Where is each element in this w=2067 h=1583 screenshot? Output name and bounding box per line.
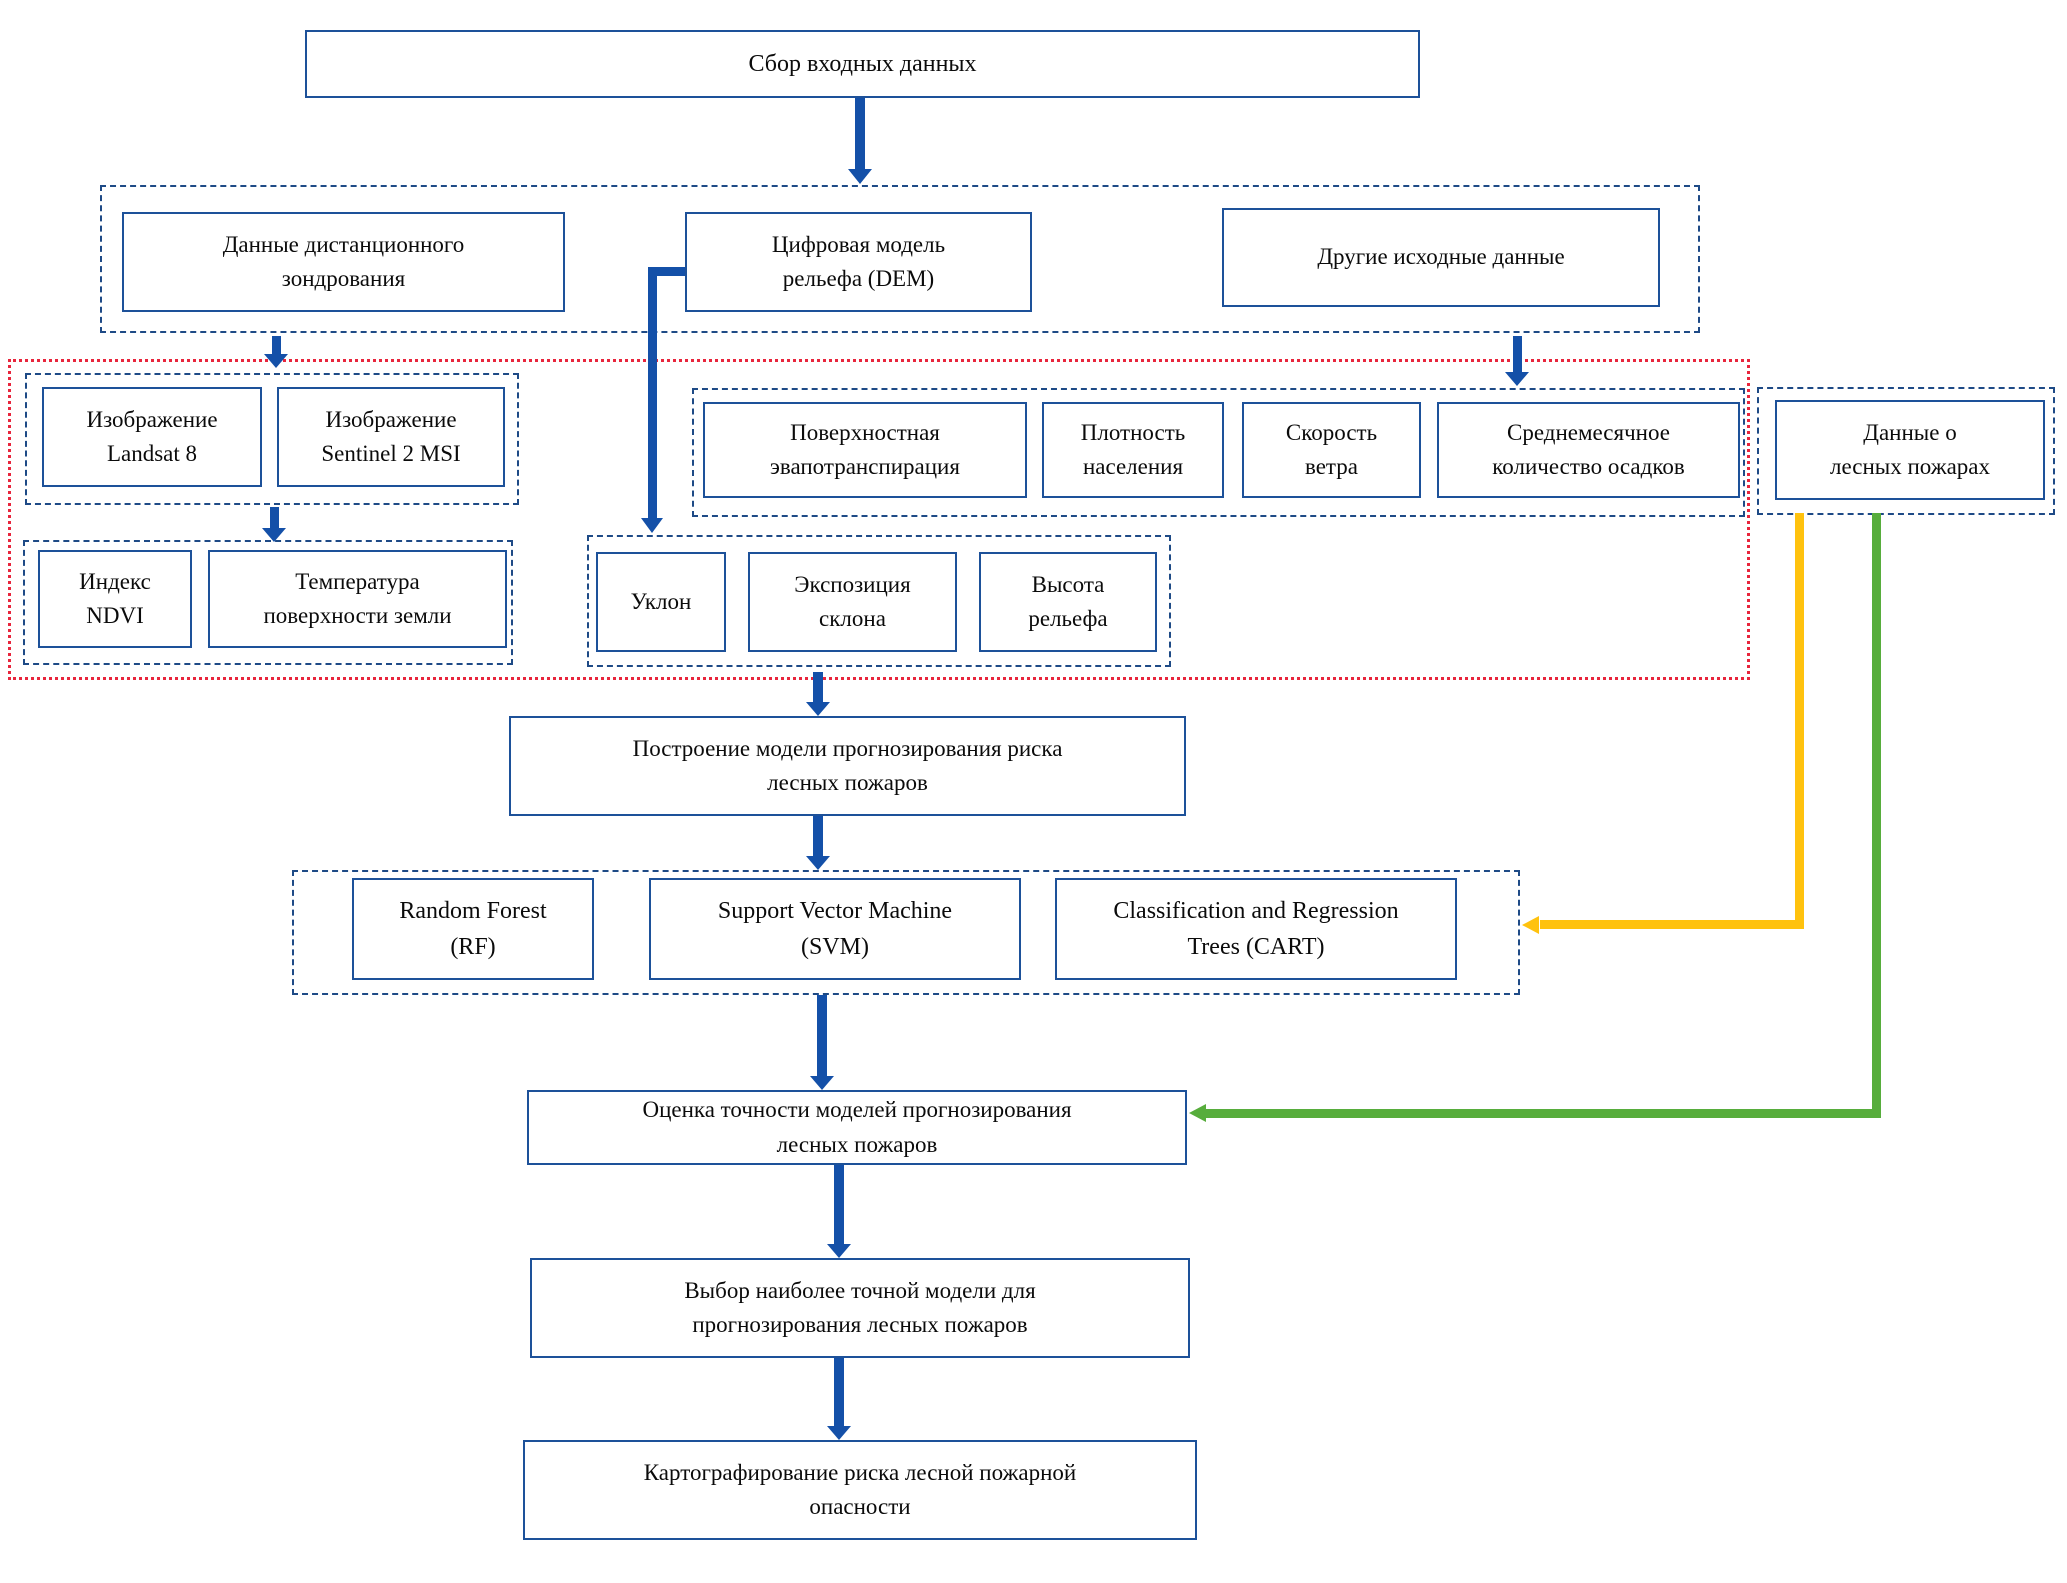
arrow-head	[641, 518, 663, 533]
node-remote-sensing-data: Данные дистанционного зондрования	[122, 212, 565, 312]
group-ml-models	[292, 870, 1520, 995]
node-other-source-data: Другие исходные данные	[1222, 208, 1660, 307]
arrow-shaft	[272, 336, 281, 354]
node-build-model: Построение модели прогнозирования риска …	[509, 716, 1186, 816]
arrow-shaft	[855, 98, 865, 169]
node-cart: Classification and Regression Trees (CAR…	[1055, 878, 1457, 980]
arrow-shaft	[834, 1163, 844, 1244]
node-random-forest: Random Forest (RF)	[352, 878, 594, 980]
node-population-density: Плотность населения	[1042, 402, 1224, 498]
arrow-shaft	[648, 267, 657, 518]
group-climate-social-factors	[692, 388, 1745, 517]
arrow-shaft	[1795, 513, 1804, 929]
arrow-shaft	[817, 995, 827, 1076]
arrow-head	[848, 169, 872, 184]
group-terrain-derivatives	[587, 535, 1171, 667]
node-sentinel-image: Изображение Sentinel 2 MSI	[277, 387, 505, 487]
node-svm: Support Vector Machine (SVM)	[649, 878, 1021, 980]
arrow-shaft	[834, 1358, 844, 1426]
arrow-shaft	[1206, 1109, 1881, 1118]
group-input-sources	[100, 185, 1700, 333]
arrow-head	[810, 1076, 834, 1090]
arrow-head	[806, 702, 830, 716]
node-dem: Цифровая модель рельефа (DEM)	[685, 212, 1032, 312]
node-monthly-precipitation: Среднемесячное количество осадков	[1437, 402, 1740, 498]
node-wind-speed: Скорость ветра	[1242, 402, 1421, 498]
node-slope: Уклон	[596, 552, 726, 652]
arrow-shaft	[813, 672, 823, 702]
arrow-head	[262, 528, 286, 542]
node-input-data: Сбор входных данных	[305, 30, 1420, 98]
arrow-shaft	[1513, 336, 1522, 372]
arrow-shaft	[813, 816, 823, 856]
node-landsat-image: Изображение Landsat 8	[42, 387, 262, 487]
arrow-shaft	[648, 267, 687, 276]
group-fire-data	[1757, 387, 2055, 515]
arrow-head	[1189, 1104, 1206, 1122]
node-ndvi-index: Индекс NDVI	[38, 550, 192, 648]
node-select-model: Выбор наиболее точной модели для прогноз…	[530, 1258, 1190, 1358]
node-slope-aspect: Экспозиция склона	[748, 552, 957, 652]
arrow-shaft	[1540, 920, 1804, 929]
group-satellite-images	[25, 373, 519, 505]
arrow-head	[1522, 916, 1539, 934]
arrow-head	[264, 354, 288, 368]
node-fire-risk-mapping: Картографирование риска лесной пожарной …	[523, 1440, 1197, 1540]
node-evapotranspiration: Поверхностная эвапотранспирация	[703, 402, 1027, 498]
group-derived-factors-red	[8, 359, 1750, 680]
node-forest-fire-data: Данные о лесных пожарах	[1775, 400, 2045, 500]
node-land-surface-temperature: Температура поверхности земли	[208, 550, 507, 648]
arrow-shaft	[1872, 513, 1881, 1118]
arrow-head	[827, 1426, 851, 1440]
arrow-head	[1505, 372, 1529, 386]
node-evaluate-accuracy: Оценка точности моделей прогнозирования …	[527, 1090, 1187, 1165]
arrow-shaft	[270, 507, 279, 528]
arrow-head	[827, 1244, 851, 1258]
node-elevation: Высота рельефа	[979, 552, 1157, 652]
arrow-head	[806, 856, 830, 870]
